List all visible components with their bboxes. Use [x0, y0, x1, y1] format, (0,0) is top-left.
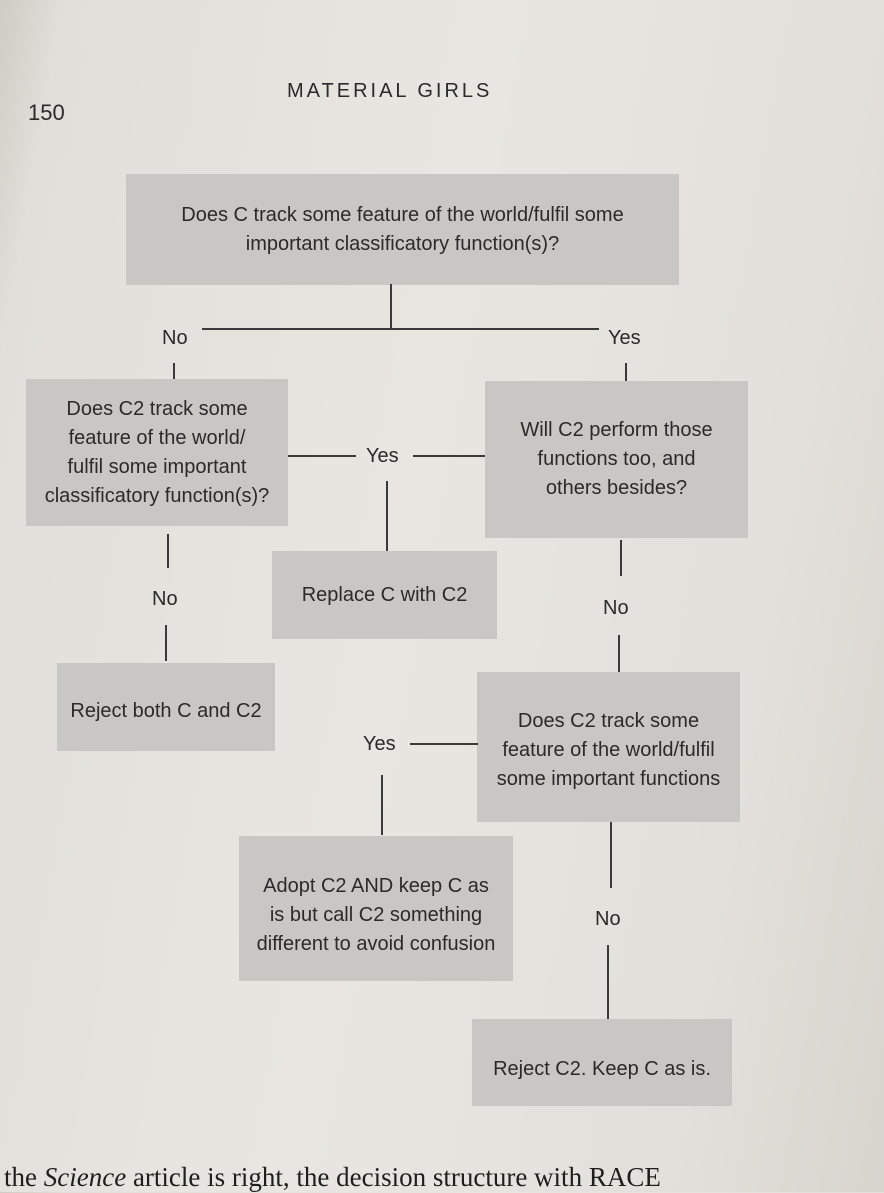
- q3-yes-label: Yes: [363, 733, 396, 755]
- connector-no-tick: [173, 363, 175, 379]
- reject-both-label: Reject both C and C2: [70, 700, 262, 722]
- connector-q3-no-a: [610, 822, 612, 888]
- q1-no-label: No: [162, 327, 188, 349]
- question-2-left-line4: classificatory function(s)?: [44, 484, 270, 507]
- question-3-line3: some important functions: [496, 767, 721, 790]
- question-2-left-line2: feature of the world/: [68, 426, 246, 449]
- q2-right-no-label: No: [603, 597, 629, 619]
- connector-yes-tick: [625, 363, 627, 381]
- connector-yes-down: [386, 481, 388, 551]
- connector-q3-yes-down: [381, 775, 383, 835]
- adopt-box: Adopt C2 AND keep C as is but call C2 so…: [239, 836, 513, 981]
- question-1-box: Does C track some feature of the world/f…: [126, 174, 679, 285]
- body-text-prefix: the: [4, 1162, 44, 1192]
- running-head: MATERIAL GIRLS: [287, 80, 493, 102]
- body-text-italic: Science: [43, 1162, 127, 1192]
- body-text-line: the Science article is right, the decisi…: [4, 1162, 884, 1193]
- question-2-right-line3: others besides?: [545, 477, 688, 499]
- question-2-right-line1: Will C2 perform those: [520, 419, 713, 441]
- q2-left-yes-label: Yes: [366, 445, 399, 467]
- replace-box: Replace C with C2: [272, 551, 497, 639]
- question-2-left-box: Does C2 track some feature of the world/…: [26, 379, 288, 526]
- adopt-line1: Adopt C2 AND keep C as: [263, 875, 489, 897]
- connector-left-no-b: [165, 625, 167, 661]
- q3-no-label: No: [595, 908, 621, 930]
- replace-label: Replace C with C2: [301, 583, 468, 606]
- q2-left-no-label: No: [152, 588, 178, 610]
- adopt-line3: different to avoid confusion: [256, 933, 496, 955]
- question-3-line1: Does C2 track some: [517, 709, 700, 732]
- connector-right-no-a: [620, 540, 622, 576]
- q1-yes-label: Yes: [608, 327, 641, 349]
- reject-c2-box: Reject C2. Keep C as is.: [472, 1019, 732, 1106]
- connector-q1-branch: [202, 328, 599, 330]
- connector-q3-yes: [410, 743, 478, 745]
- question-1-line1: Does C track some feature of the world/f…: [181, 203, 624, 226]
- connector-left-yes-b: [413, 455, 485, 457]
- adopt-line2: is but call C2 something: [269, 904, 483, 926]
- connector-right-no-b: [618, 635, 620, 673]
- page-number: 150: [28, 100, 65, 125]
- connector-q1-down: [390, 284, 392, 328]
- reject-c2-label: Reject C2. Keep C as is.: [493, 1058, 711, 1080]
- connector-left-yes-a: [288, 455, 356, 457]
- question-2-right-line2: functions too, and: [537, 448, 696, 470]
- connector-left-no-a: [167, 534, 169, 568]
- question-3-box: Does C2 track some feature of the world/…: [477, 672, 740, 822]
- reject-both-box: Reject both C and C2: [57, 663, 275, 751]
- connector-q3-no-b: [607, 945, 609, 1020]
- question-2-right-box: Will C2 perform those functions too, and…: [485, 381, 748, 538]
- question-2-left-line1: Does C2 track some: [66, 397, 248, 420]
- question-2-left-line3: fulfil some important: [67, 455, 247, 478]
- question-3-line2: feature of the world/fulfil: [502, 738, 715, 761]
- question-1-line2: important classificatory function(s)?: [245, 232, 560, 255]
- body-text-suffix: article is right, the decision structure…: [126, 1162, 661, 1192]
